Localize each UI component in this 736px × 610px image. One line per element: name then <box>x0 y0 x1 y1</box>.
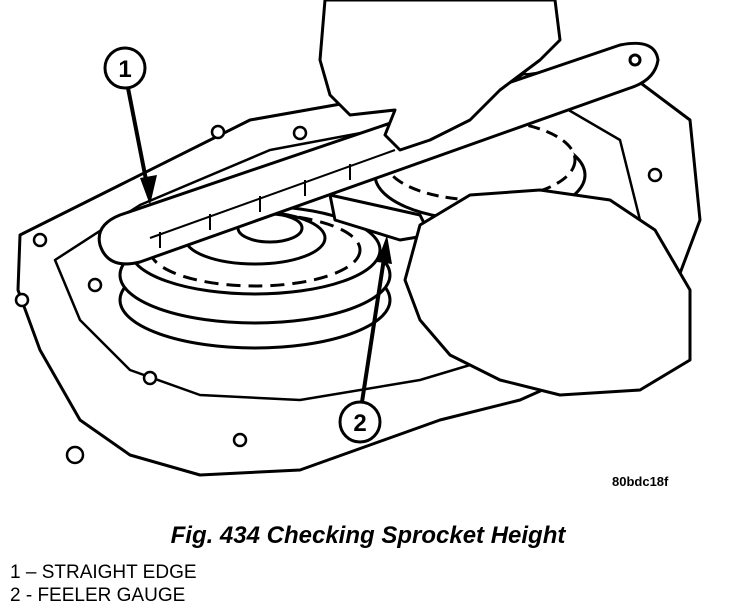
svg-text:2: 2 <box>353 410 366 437</box>
figure-code: 80bdc18f <box>612 474 669 489</box>
straight-edge-hole <box>628 53 642 67</box>
legend-item-straight-edge: 1 – STRAIGHT EDGE <box>10 562 197 583</box>
callout-2: 2 <box>338 235 392 444</box>
straight-edge <box>97 41 660 266</box>
figure-caption: Fig. 434 Checking Sprocket Height <box>170 522 566 549</box>
legend-item-feeler-gauge: 2 - FEELER GAUGE <box>10 585 186 606</box>
sprocket-height-illustration: 1 2 <box>14 0 702 477</box>
upper-hand <box>318 0 562 152</box>
bolt-holes <box>14 72 663 465</box>
straight-edge-scale <box>149 149 396 248</box>
callout-1: 1 <box>103 46 157 205</box>
svg-text:1: 1 <box>118 56 131 83</box>
lower-hand <box>403 188 692 397</box>
feeler-gauge <box>328 193 432 242</box>
